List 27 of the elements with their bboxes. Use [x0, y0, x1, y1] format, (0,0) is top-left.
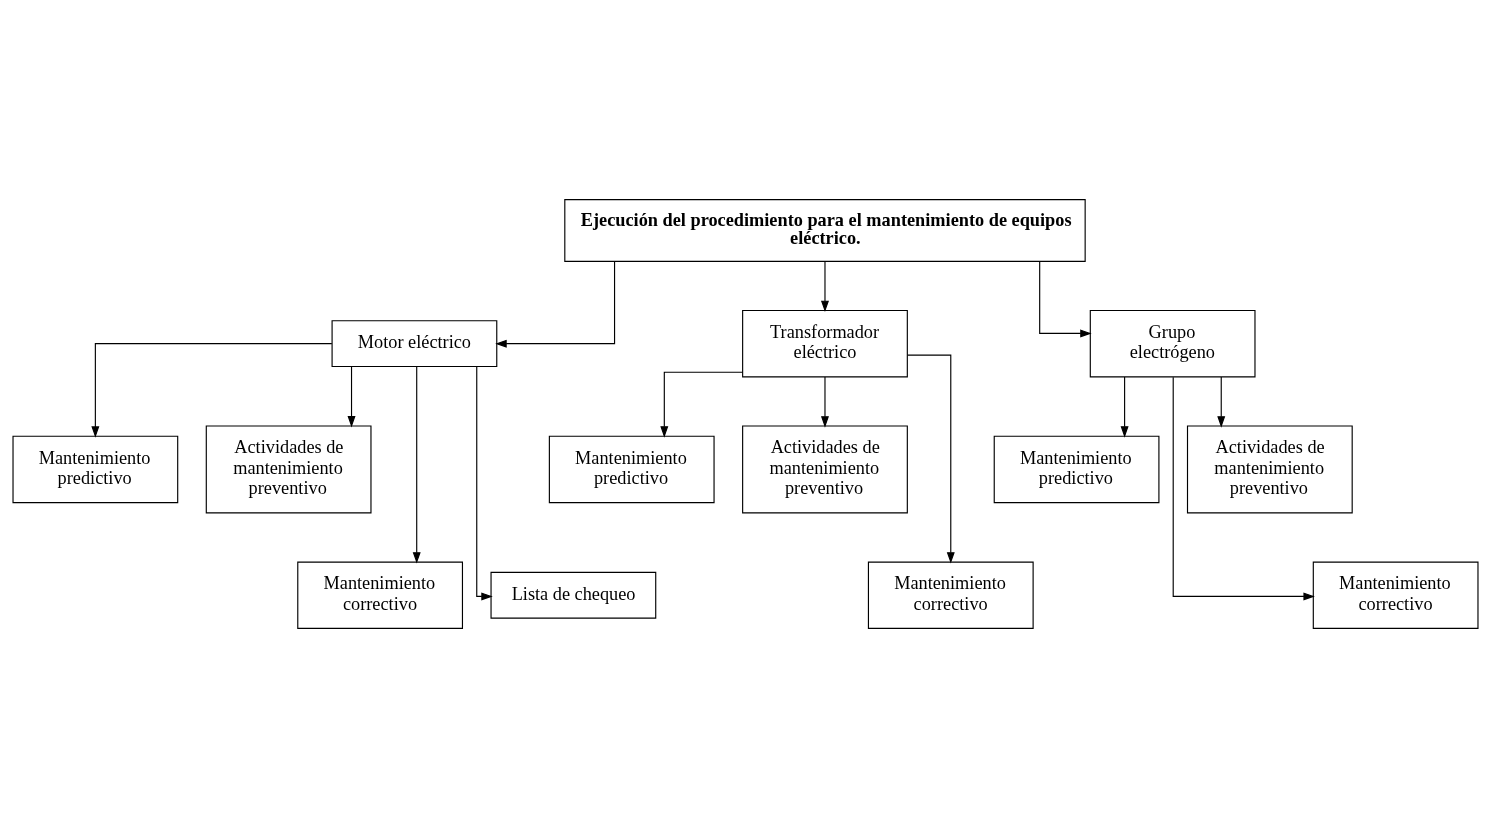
- node-box: Actividades de mantenimiento preventivo: [1186, 424, 1353, 513]
- node-box: Motor eléctrico: [331, 319, 498, 367]
- node-box: Actividades de mantenimiento preventivo: [742, 424, 908, 513]
- node-box: Actividades de mantenimiento preventivo: [205, 424, 372, 513]
- arrow: [347, 365, 356, 427]
- arrow: [660, 371, 743, 438]
- arrow: [1172, 376, 1315, 600]
- node-box: Mantenimiento correctivo: [297, 561, 464, 629]
- node-box: Transformador eléctrico: [742, 309, 908, 377]
- node-box: Mantenimiento predictivo: [12, 435, 179, 503]
- node-box: Ejecución del procedimiento para el mantenimiento de equipos eléctrico.: [564, 198, 1086, 262]
- node-box: Mantenimiento correctivo: [867, 561, 1034, 629]
- arrow: [495, 260, 616, 348]
- arrow: [91, 342, 333, 438]
- arrow: [476, 365, 493, 600]
- node-box: Grupo electrógeno: [1089, 309, 1256, 377]
- arrow: [820, 260, 829, 312]
- node-box: Lista de chequeo: [490, 571, 657, 619]
- arrow: [1120, 376, 1129, 438]
- arrow: [412, 365, 421, 564]
- node-box: Mantenimiento correctivo: [1312, 561, 1479, 629]
- arrow: [820, 376, 829, 428]
- node-box: Mantenimiento predictivo: [548, 435, 715, 503]
- arrow: [1039, 260, 1092, 337]
- node-box: Mantenimiento predictivo: [993, 435, 1160, 503]
- arrow: [1217, 376, 1226, 428]
- arrow: [906, 354, 955, 564]
